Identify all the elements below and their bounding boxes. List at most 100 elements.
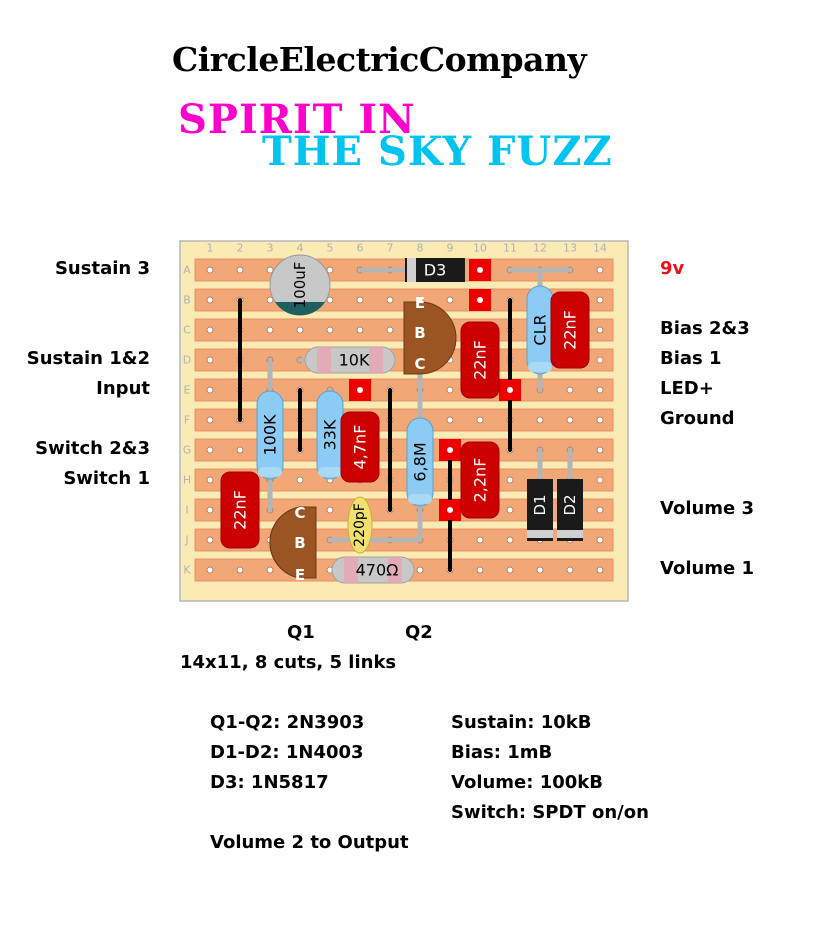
title-line-2: THE SKY FUZZ <box>262 128 613 175</box>
resistor-10k-label: 10K <box>339 351 370 370</box>
hole <box>206 266 214 274</box>
column-number: 11 <box>503 242 517 255</box>
hole <box>596 416 604 424</box>
capacitor-4n7-label: 4,7nF <box>351 425 370 470</box>
hole <box>506 566 514 574</box>
cut-hole-top <box>447 447 453 453</box>
hole <box>596 476 604 484</box>
row-letter: B <box>183 294 191 307</box>
right-label: Ground <box>660 408 735 429</box>
capacitor-22nf-top: 22nF <box>460 321 500 399</box>
hole <box>536 566 544 574</box>
hole <box>596 326 604 334</box>
q1-pin-c: C <box>294 504 305 522</box>
capacitor-22nf-right: 22nF <box>550 291 590 369</box>
hole <box>566 386 574 394</box>
left-label: Sustain 1&2 <box>26 348 150 369</box>
q1-pin-b: B <box>294 534 305 552</box>
copper-strip <box>194 378 614 402</box>
hole <box>386 296 394 304</box>
row-letter: A <box>183 264 191 277</box>
hole <box>326 326 334 334</box>
transistor-q1: CBE <box>269 504 317 584</box>
hole <box>296 326 304 334</box>
parts-bias: Bias: 1mB <box>451 742 553 763</box>
hole <box>296 476 304 484</box>
hole <box>326 506 334 514</box>
hole <box>266 296 274 304</box>
resistor-100k-label: 100K <box>261 414 280 456</box>
q2-pin-e: E <box>415 294 425 312</box>
diode-d3: D3 <box>405 258 465 282</box>
resistor-33k: 33K <box>316 390 344 480</box>
parts-switch: Switch: SPDT on/on <box>451 802 649 823</box>
hole <box>356 296 364 304</box>
capacitor-22nf-left-label: 22nF <box>231 490 250 530</box>
column-number: 10 <box>473 242 487 255</box>
hole <box>506 506 514 514</box>
q2-label: Q2 <box>405 622 433 643</box>
hole <box>446 416 454 424</box>
resistor-10k: 10K <box>304 346 396 374</box>
row-letter: H <box>183 474 191 487</box>
parts-output-note: Volume 2 to Output <box>210 832 409 853</box>
resistor-470: 470Ω <box>331 556 415 584</box>
capacitor-22nf-top-label: 22nF <box>471 340 490 380</box>
hole <box>206 326 214 334</box>
hole <box>206 296 214 304</box>
right-label: Bias 2&3 <box>660 318 750 339</box>
hole <box>356 326 364 334</box>
parts-volume: Volume: 100kB <box>451 772 603 793</box>
title-line-1: SPIRIT IN <box>178 96 416 143</box>
right-label: LED+ <box>660 378 714 399</box>
row-letter: C <box>183 324 191 337</box>
diode-d1: D1 <box>527 479 553 541</box>
capacitor-100uf-label: 100uF <box>291 262 309 309</box>
hole <box>266 266 274 274</box>
hole <box>206 536 214 544</box>
column-number: 7 <box>387 242 394 255</box>
capacitor-2n2-label: 2,2nF <box>471 458 490 503</box>
hole <box>506 476 514 484</box>
hole <box>206 446 214 454</box>
column-number: 5 <box>327 242 334 255</box>
hole <box>566 566 574 574</box>
hole <box>596 506 604 514</box>
hole <box>566 416 574 424</box>
hole <box>206 416 214 424</box>
hole <box>476 566 484 574</box>
right-label: 9v <box>660 258 685 279</box>
resistor-clr: CLR <box>526 285 554 375</box>
q2-pin-b: B <box>414 324 425 342</box>
diode-d1-label: D1 <box>531 494 549 515</box>
parts-sustain: Sustain: 10kB <box>451 712 592 733</box>
right-label: Bias 1 <box>660 348 722 369</box>
diode-d2: D2 <box>557 479 583 541</box>
column-number: 1 <box>207 242 214 255</box>
hole <box>596 296 604 304</box>
parts-transistors: Q1-Q2: 2N3903 <box>210 712 365 733</box>
hole <box>236 266 244 274</box>
q1-label: Q1 <box>287 622 315 643</box>
capacitor-4n7: 4,7nF <box>340 411 380 483</box>
parts-schottky: D3: 1N5817 <box>210 772 329 793</box>
left-label: Sustain 3 <box>54 258 150 279</box>
hole <box>326 296 334 304</box>
hole <box>596 386 604 394</box>
resistor-6m8-label: 6,8M <box>411 442 430 481</box>
hole <box>596 446 604 454</box>
resistor-clr-label: CLR <box>531 314 550 345</box>
hole <box>446 296 454 304</box>
hole <box>506 536 514 544</box>
column-number: 4 <box>297 242 304 255</box>
hole <box>536 416 544 424</box>
brand-title: CircleElectricCompany <box>172 40 587 79</box>
hole <box>206 566 214 574</box>
hole <box>236 566 244 574</box>
column-number: 12 <box>533 242 547 255</box>
column-number: 3 <box>267 242 274 255</box>
hole <box>386 326 394 334</box>
hole <box>476 536 484 544</box>
column-number: 14 <box>593 242 607 255</box>
hole <box>596 356 604 364</box>
